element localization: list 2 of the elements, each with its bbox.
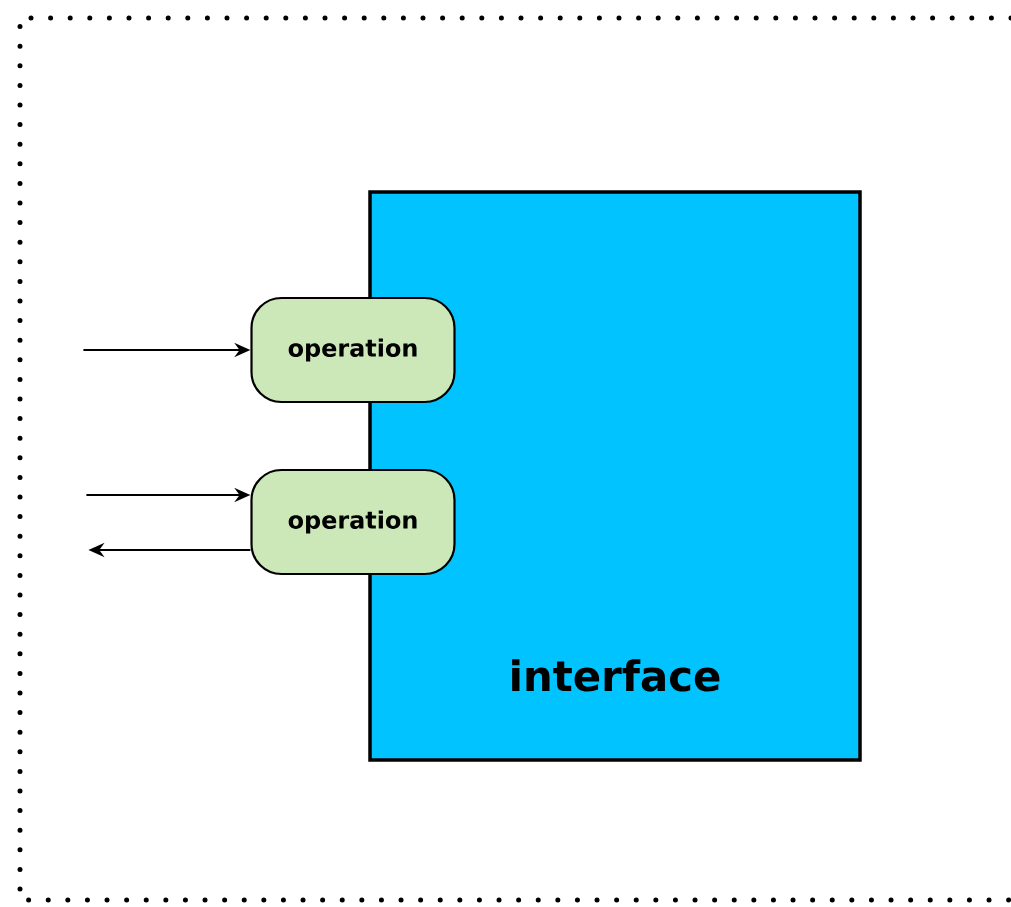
operation-box: operation: [250, 468, 456, 576]
operation-box: operation: [250, 296, 456, 404]
